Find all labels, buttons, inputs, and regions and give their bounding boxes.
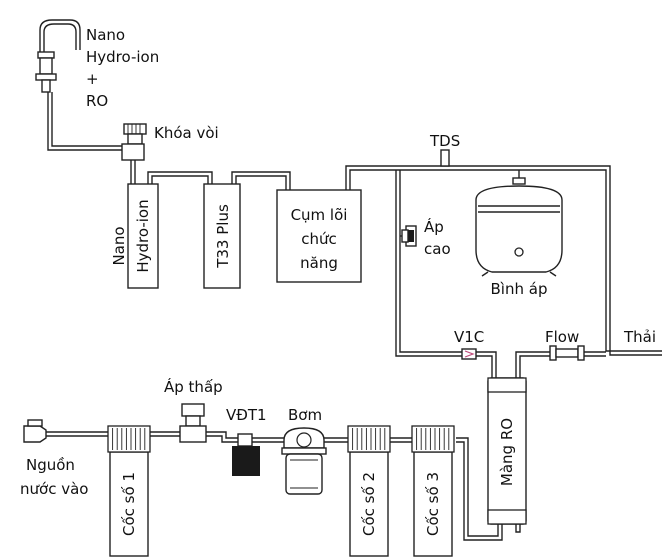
core-label-line2: chức [301, 230, 337, 248]
solenoid-label: VĐT1 [226, 406, 267, 424]
inlet-valve-icon [23, 419, 47, 443]
flow-restrictor-icon [549, 345, 585, 361]
tds-label: TDS [429, 132, 460, 150]
nano-hydro-ion-filter [127, 183, 159, 289]
faucet-icon [35, 19, 81, 93]
pressure-tank-icon [475, 177, 563, 277]
high-pressure-switch-icon [401, 225, 417, 247]
source-label-line2: nước vào [20, 480, 88, 498]
faucet-title-line3: + [86, 70, 99, 88]
function-core-box [276, 189, 362, 283]
high-pressure-label-line1: Áp [424, 217, 444, 236]
bowl-3-label: Cốc số 3 [424, 472, 442, 536]
membrane-label: Màng RO [498, 418, 516, 486]
faucet-title: Nano Hydro-ion + RO [86, 26, 159, 110]
filter-bowl-1 [107, 425, 151, 557]
pump-icon [281, 427, 327, 495]
nano-side-label: Nano [110, 226, 128, 265]
check-valve-label: V1C [454, 328, 484, 346]
filter-bowl-3 [411, 425, 455, 557]
bowl-2-label: Cốc số 2 [360, 472, 378, 536]
waste-label: Thải [623, 328, 656, 346]
core-label-line3: năng [300, 254, 338, 272]
valve-label: Khóa vòi [154, 124, 219, 142]
solenoid-valve-icon [232, 433, 260, 476]
faucet-title-line2: Hydro-ion [86, 48, 159, 66]
faucet-title-line1: Nano [86, 26, 125, 44]
ro-membrane [487, 377, 527, 525]
t33-label: T33 Plus [214, 204, 232, 269]
low-pressure-switch-icon [179, 403, 207, 443]
tds-sensor [440, 149, 450, 167]
nano-box-label: Hydro-ion [134, 199, 152, 272]
check-valve-icon [461, 348, 477, 360]
t33-plus-filter [203, 183, 241, 289]
flow-label: Flow [545, 328, 579, 346]
faucet-title-line4: RO [86, 92, 108, 110]
core-label-line1: Cụm lõi [291, 206, 348, 224]
tank-label: Bình áp [491, 280, 548, 298]
high-pressure-label-line2: cao [424, 240, 451, 258]
bowl-1-label: Cốc số 1 [120, 472, 138, 536]
valve-icon [121, 123, 147, 161]
pump-label: Bơm [288, 406, 322, 424]
source-label-line1: Nguồn [26, 456, 75, 474]
low-pressure-label: Áp thấp [164, 377, 223, 396]
filter-bowl-2 [347, 425, 391, 557]
